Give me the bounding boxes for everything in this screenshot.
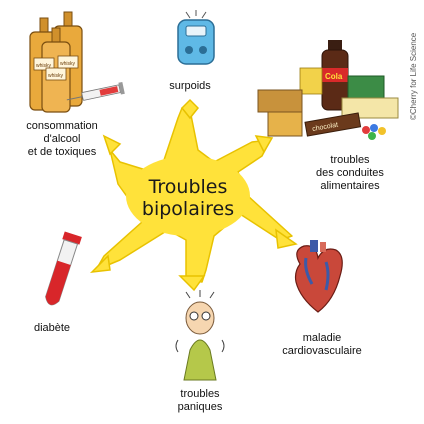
node-label-diabete: diabète	[22, 322, 82, 335]
node-label-line: troubles	[330, 154, 370, 166]
blood-tube-icon	[45, 231, 82, 306]
node-label-line: cardiovasculaire	[282, 345, 362, 357]
bottles-syringe-icon: whisky whisky whisky	[29, 11, 125, 113]
node-label-surpoids: surpoids	[160, 80, 220, 93]
node-label-line: et de toxiques	[27, 146, 97, 158]
center-title-line: bipolaires	[141, 198, 235, 220]
bottle-label-text: whisky	[36, 63, 52, 69]
node-label-line: des conduites	[316, 167, 384, 179]
center-title-line: Troubles	[148, 176, 228, 198]
node-label-paniques: troubles paniques	[160, 388, 240, 414]
arrow-left-up	[102, 134, 122, 156]
yellow-burst	[89, 98, 298, 292]
node-label-line: consommation	[26, 120, 98, 132]
node-label-line: surpoids	[169, 80, 211, 92]
arrow-right-down	[275, 228, 298, 249]
arrow-up	[180, 98, 200, 120]
node-label-line: diabète	[33, 322, 71, 334]
node-label-line: alimentaires	[320, 180, 380, 192]
heart-icon	[294, 240, 343, 313]
node-label-cardio: maladie cardiovasculaire	[270, 332, 374, 358]
node-label-line: paniques	[177, 401, 223, 413]
node-label-line: maladie	[302, 332, 342, 344]
arrow-right-up	[254, 135, 274, 154]
bottle-label-text: whisky	[60, 61, 76, 67]
cola-label-text: Cola	[325, 72, 343, 81]
copyright-credit: ©Cherry for Life Science	[409, 32, 418, 120]
node-label-alimentaires: troubles des conduites alimentaires	[300, 154, 400, 193]
node-label-line: troubles	[180, 388, 220, 400]
chocolate-label-text: chocolat	[312, 122, 339, 133]
center-title: Troubles bipolaires	[118, 176, 258, 220]
scale-icon	[177, 10, 215, 65]
junk-food-icon: Cola chocolat	[257, 40, 399, 140]
node-label-line: d'alcool	[43, 133, 81, 145]
bottle-label-text: whisky	[48, 73, 64, 79]
arrow-down	[178, 275, 206, 292]
arrow-left-down	[89, 254, 111, 273]
anxious-person-icon	[175, 290, 225, 381]
node-label-alcool: consommation d'alcool et de toxiques	[2, 120, 122, 159]
